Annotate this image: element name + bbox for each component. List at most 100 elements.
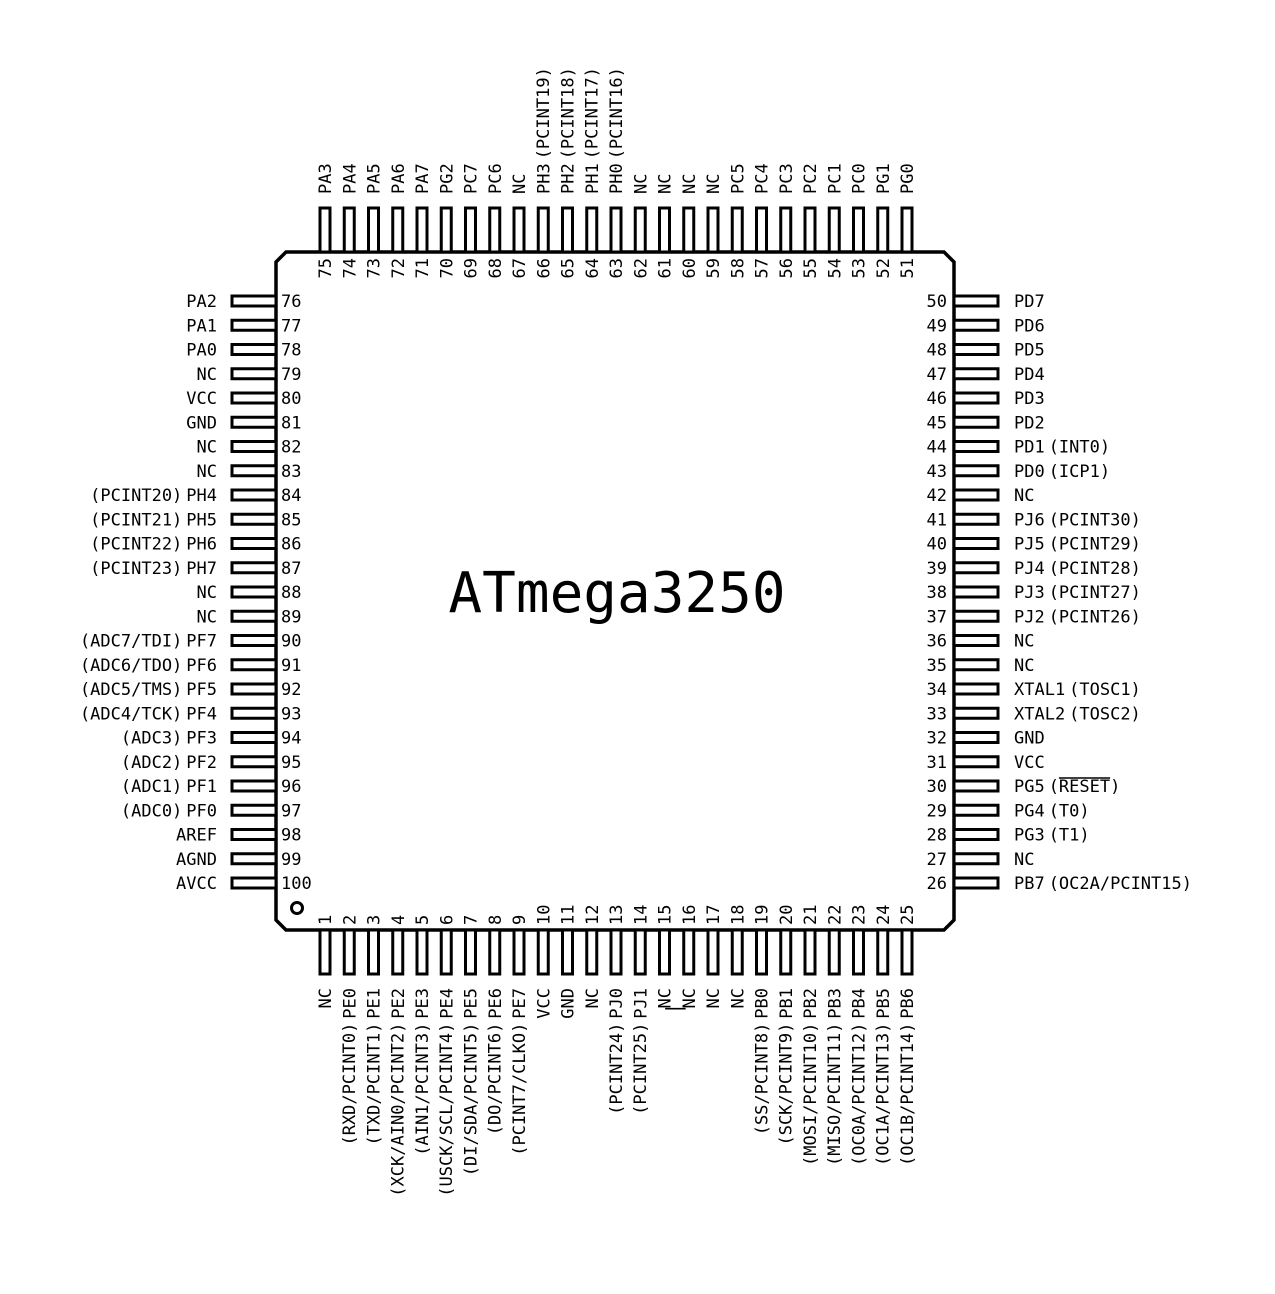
pin-55	[803, 206, 817, 254]
pin-number-92: 92	[281, 680, 301, 700]
pin1-marker-icon	[290, 901, 304, 915]
pin-number-46: 46	[927, 389, 947, 409]
pin-21	[803, 928, 817, 976]
pin-name-54: PC1	[825, 163, 845, 194]
pin-number-76: 76	[281, 292, 301, 312]
pin-name-16: NC	[680, 988, 700, 1008]
pin-52	[876, 206, 890, 254]
pin-2	[342, 928, 356, 976]
pin-name-82: NC	[197, 438, 217, 458]
pin-43	[952, 464, 1000, 478]
pin-26	[952, 876, 1000, 890]
pin-number-5: 5	[413, 915, 433, 925]
pin-number-59: 59	[704, 258, 724, 278]
pin-name-19: PB0	[753, 988, 773, 1019]
pin-name-18: NC	[728, 988, 748, 1008]
pin-23	[852, 928, 865, 976]
pin-78	[230, 343, 278, 356]
pin-number-29: 29	[927, 801, 947, 821]
pin-number-20: 20	[777, 905, 797, 925]
pin-number-56: 56	[777, 258, 797, 278]
pin-alt-66: (PCINT19)	[534, 67, 554, 159]
pin-alt-39: (PCINT28)	[1049, 559, 1141, 579]
pin-name-85: PH5	[186, 510, 217, 530]
pin-name-93: PF4	[186, 704, 217, 724]
pins-layer: 76PA277PA178PA079NC80VCC81GND82NC83NC84P…	[80, 67, 1192, 1197]
pin-49	[952, 318, 1000, 332]
pin-alt-33: (TOSC2)	[1069, 704, 1141, 724]
pin-name-15: NC	[656, 988, 676, 1008]
pin-number-65: 65	[559, 258, 579, 278]
pin-number-84: 84	[281, 486, 301, 506]
pin-44	[952, 440, 1000, 453]
pin-name-100: AVCC	[176, 874, 217, 894]
pin-alt-6: (USCK/SCL/PCINT4)	[437, 1023, 457, 1197]
pin-66	[536, 206, 550, 254]
pin-alt-26: (OC2A/PCINT15)	[1049, 874, 1192, 894]
pin-46	[952, 391, 1000, 405]
pin-name-65: PH2	[559, 163, 579, 194]
pin-number-87: 87	[281, 559, 301, 579]
pin-84	[230, 488, 278, 502]
pin-number-28: 28	[927, 826, 947, 846]
pin-number-57: 57	[753, 258, 773, 278]
pin-alt-29: (T0)	[1049, 801, 1090, 821]
pin-number-99: 99	[281, 850, 301, 870]
pin-number-32: 32	[927, 729, 947, 749]
pin-name-12: NC	[583, 988, 603, 1008]
pin-name-71: PA7	[413, 163, 433, 194]
pin-number-67: 67	[510, 258, 530, 278]
pin-17	[706, 928, 720, 976]
pin-number-49: 49	[927, 316, 947, 336]
pin-number-1: 1	[316, 915, 336, 925]
chip-title: ATmega3250	[448, 561, 785, 626]
pin-number-97: 97	[281, 801, 301, 821]
pin-name-40: PJ5	[1014, 535, 1045, 555]
pin-number-72: 72	[389, 258, 409, 278]
pin-name-83: NC	[197, 462, 217, 482]
pin-number-64: 64	[583, 258, 603, 278]
pin-name-78: PA0	[186, 341, 217, 361]
pin-alt-91: (ADC6/TDO)	[80, 656, 182, 676]
pin-73	[367, 206, 380, 254]
pin-number-75: 75	[316, 258, 336, 278]
pin-name-60: NC	[680, 174, 700, 194]
pin-number-47: 47	[927, 365, 947, 385]
pin-number-44: 44	[927, 438, 947, 458]
pin-24	[876, 928, 890, 976]
pin-number-37: 37	[927, 607, 947, 627]
pin-15	[658, 928, 671, 976]
pin-number-45: 45	[927, 413, 947, 433]
pin-31	[952, 755, 1000, 769]
pin-90	[230, 634, 278, 647]
pin-name-49: PD6	[1014, 316, 1045, 336]
pin-65	[561, 206, 574, 254]
pin-number-54: 54	[825, 258, 845, 278]
pin-100	[230, 876, 278, 890]
pin-82	[230, 440, 278, 453]
pin-number-39: 39	[927, 559, 947, 579]
pin-alt-65: (PCINT18)	[559, 67, 579, 159]
pin-name-24: PB5	[874, 988, 894, 1019]
pin-name-26: PB7	[1014, 874, 1045, 894]
pin-number-48: 48	[927, 341, 947, 361]
pin-number-35: 35	[927, 656, 947, 676]
pin-alt-87: (PCINT23)	[90, 559, 182, 579]
pin-number-98: 98	[281, 826, 301, 846]
pin-4	[391, 928, 405, 976]
pin-74	[342, 206, 356, 254]
pin-8	[488, 928, 502, 976]
pin-name-66: PH3	[534, 163, 554, 194]
pin-number-78: 78	[281, 341, 301, 361]
pin-16	[682, 928, 696, 976]
pin-81	[230, 415, 278, 429]
pin-name-8: PE6	[486, 988, 506, 1019]
pin-18	[730, 928, 744, 976]
pin-name-29: PG4	[1014, 801, 1045, 821]
pin-number-6: 6	[437, 915, 457, 925]
pin-name-90: PF7	[186, 632, 217, 652]
pin-56	[779, 206, 793, 254]
pin-name-10: VCC	[534, 988, 554, 1019]
pin-alt-5: (AIN1/PCINT3)	[413, 1023, 433, 1156]
pin-name-13: PJ0	[607, 988, 627, 1019]
